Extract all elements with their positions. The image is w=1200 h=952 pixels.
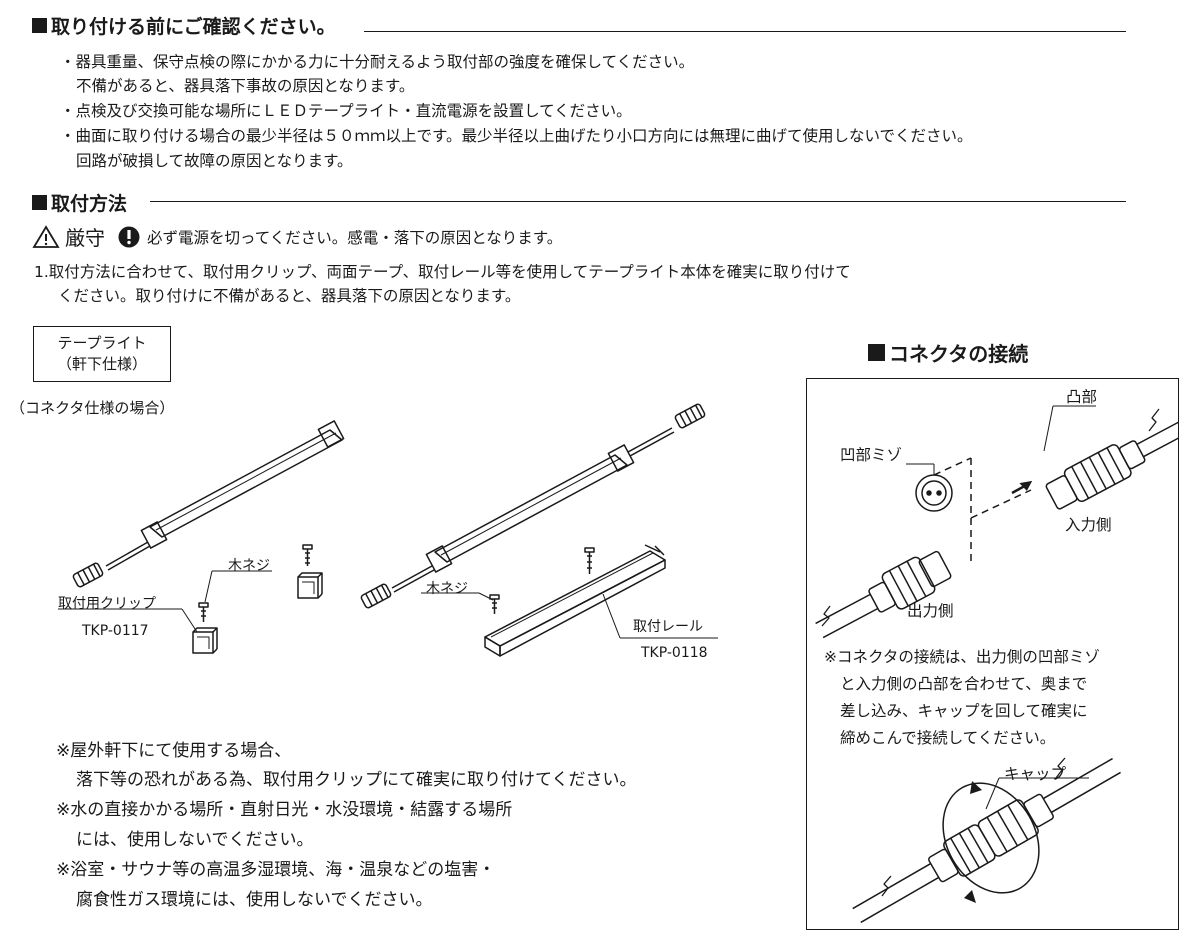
note-line: 落下等の恐れがある為、取付用クリップにて確実に取り付けてください。 [76, 770, 637, 790]
precheck-item: 回路が破損して故障の原因となります。 [76, 152, 353, 170]
note-line: ※水の直接かかる場所・直射日光・水没環境・結露する場所 [56, 800, 513, 820]
note-line: には、使用しないでください。 [76, 830, 314, 850]
warning-triangle-icon [32, 224, 60, 248]
precheck-item: ・器具重量、保守点検の際にかかる力に十分耐えるよう取付部の強度を確保してください… [60, 53, 695, 71]
connector-note-line: ※コネクタの接続は、出力側の凹部ミゾ [824, 648, 1100, 666]
heading-rule [364, 31, 1126, 32]
connector-spec-label: （コネクタ仕様の場合） [10, 399, 175, 417]
warning-row: 厳守 必ず電源を切ってください。感電・落下の原因となります。 [32, 222, 562, 251]
mounting-diagram [58, 403, 718, 657]
clip-label: 取付用クリップ [58, 596, 156, 612]
precheck-item: 不備があると、器具落下事故の原因となります。 [76, 77, 415, 95]
note-line: ※屋外軒下にて使用する場合、 [56, 741, 292, 761]
rail-label: 取付レール [633, 619, 703, 635]
screw-1 [302, 544, 313, 566]
screw-label: 木ネジ [426, 581, 468, 597]
cap-label: キャップ [1004, 765, 1067, 783]
precheck-item: ・曲面に取り付ける場合の最少半径は５０ｍｍ以上です。最少半径以上曲げたり小口方向… [60, 127, 973, 145]
screw-label: 木ネジ [228, 558, 270, 574]
heading-rule [150, 201, 1126, 202]
input-side-label: 入力側 [1065, 516, 1112, 534]
square-bullet-icon [32, 18, 47, 33]
groove-label: 凹部ミゾ [840, 446, 903, 464]
mounting-clip-2 [192, 627, 218, 654]
output-side-label: 出力側 [907, 602, 954, 620]
clip-code: TKP-0117 [82, 623, 149, 639]
mounting-clip-1 [297, 572, 323, 599]
connector-note-line: 差し込み、キャップを回して確実に [840, 702, 1088, 720]
precheck-title: 取り付ける前にご確認ください。 [51, 16, 336, 38]
tape-light-left [72, 420, 345, 588]
screw-2 [198, 602, 209, 622]
step-1-line: 1.取付方法に合わせて、取付用クリップ、両面テープ、取付レール等を使用してテープ… [34, 263, 851, 281]
product-box-line: テープライト [57, 334, 147, 352]
rail-code: TKP-0118 [641, 645, 708, 661]
tape-light-right [360, 403, 706, 609]
screw-3 [584, 547, 595, 574]
note-line: ※浴室・サウナ等の高温多湿環境、海・温泉などの塩害・ [56, 860, 496, 880]
note-line: 腐食性ガス環境には、使用しないでください。 [76, 890, 433, 910]
connector-heading: コネクタの接続 [868, 338, 1028, 367]
groove-end-view [915, 474, 953, 512]
convex-label: 凸部 [1066, 388, 1098, 406]
warning-label: 厳守 [65, 226, 105, 250]
connector-note-line: 締めこんで接続してください。 [840, 729, 1056, 747]
method-heading: 取付方法 [32, 189, 127, 216]
output-connector [815, 550, 952, 639]
square-bullet-icon [32, 195, 47, 210]
input-connector [1045, 420, 1179, 510]
warning-text: 必ず電源を切ってください。感電・落下の原因となります。 [147, 228, 563, 247]
screw-4 [489, 594, 500, 614]
connector-note: ※コネクタの接続は、出力側の凹部ミゾ と入力側の凸部を合わせて、奥まで 差し込み… [824, 644, 1100, 752]
connector-note-line: と入力側の凸部を合わせて、奥まで [840, 675, 1088, 693]
connector-diagram [815, 405, 1179, 924]
square-bullet-icon [868, 344, 885, 361]
mounting-rail [484, 544, 666, 657]
precheck-item: ・点検及び交換可能な場所にＬＥＤテープライト・直流電源を設置してください。 [60, 102, 632, 120]
connector-title: コネクタの接続 [889, 342, 1029, 366]
step-1-line: ください。取り付けに不備があると、器具落下の原因となります。 [58, 287, 521, 305]
connector-box [806, 378, 1179, 930]
cap-assembly [852, 757, 1121, 924]
product-box: テープライト （軒下仕様） [33, 326, 171, 382]
method-title: 取付方法 [51, 193, 128, 215]
precheck-heading: 取り付ける前にご確認ください。 [32, 12, 336, 39]
product-box-line: （軒下仕様） [56, 355, 147, 373]
exclamation-circle-icon [118, 226, 140, 247]
